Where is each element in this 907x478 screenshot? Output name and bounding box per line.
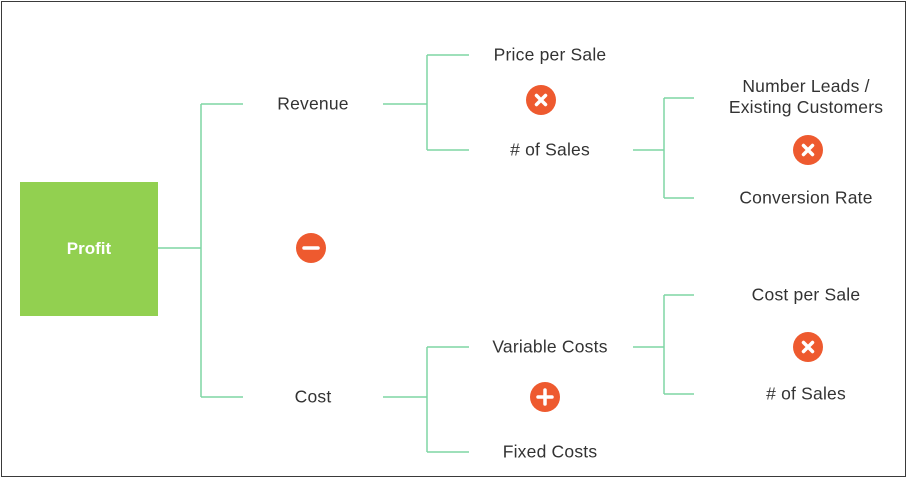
node-number-leads: Number Leads / Existing Customers <box>728 76 884 117</box>
node-conversion-rate: Conversion Rate <box>739 187 873 208</box>
node-num-sales-revenue: # of Sales <box>510 139 590 160</box>
node-cost: Cost <box>294 386 332 407</box>
node-variable-costs: Variable Costs <box>492 336 608 357</box>
plus-icon <box>530 382 560 412</box>
times-icon <box>793 135 823 165</box>
node-profit-label: Profit <box>66 239 112 258</box>
node-price-per-sale: Price per Sale <box>493 44 607 65</box>
node-fixed-costs: Fixed Costs <box>502 441 598 462</box>
node-revenue: Revenue <box>277 93 349 114</box>
times-icon <box>526 85 556 115</box>
node-cost-per-sale: Cost per Sale <box>751 284 861 305</box>
times-icon <box>793 332 823 362</box>
minus-icon <box>296 233 326 263</box>
node-num-sales-cost: # of Sales <box>766 383 846 404</box>
node-profit: Profit <box>20 182 158 316</box>
